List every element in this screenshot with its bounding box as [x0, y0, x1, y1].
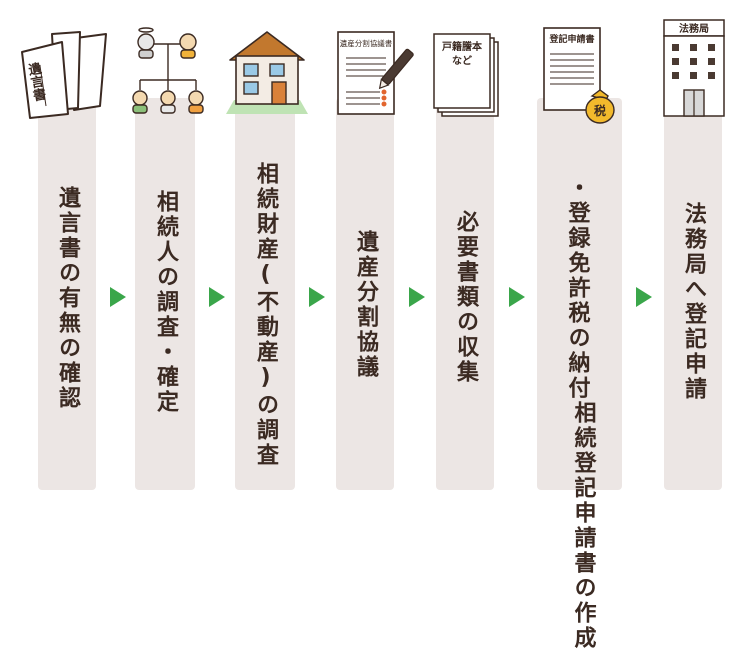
family-tree-icon	[132, 27, 204, 114]
application-document-icon: 登記申請書 税	[543, 27, 615, 124]
arrow-1	[110, 287, 126, 307]
arrow-4	[409, 287, 425, 307]
step-2-column: 相続人の調査・確定	[135, 98, 195, 490]
legal-bureau-building-icon: 法務局	[663, 19, 725, 117]
documents-stack-text-2: など	[452, 54, 472, 67]
step-5-label: 必要書類の収集	[453, 210, 478, 385]
documents-stack-icon: 戸籍謄本 など	[433, 33, 499, 117]
step-7-label: 法務局へ登記申請	[681, 202, 706, 402]
will-document-icon: 遺言書	[21, 31, 107, 119]
step-6-column: 相続登記申請書の作成 ・登録免許税の納付	[537, 98, 622, 651]
step-1-label: 遺言書の有無の確認	[55, 186, 80, 411]
house-icon	[226, 31, 308, 114]
step-4-column: 遺産分割協議	[336, 98, 394, 490]
agreement-document-icon: 遺産分割協議書	[337, 31, 414, 115]
step-5-column: 必要書類の収集	[436, 98, 494, 490]
step-3-column: 相続財産(不動産)の調査	[235, 98, 295, 490]
legal-bureau-sign-text: 法務局	[679, 22, 709, 35]
arrow-2	[209, 287, 225, 307]
tax-bag-text: 税	[594, 103, 606, 118]
step-1-column: 遺言書の有無の確認	[38, 98, 96, 490]
tax-bag-icon: 税	[585, 89, 615, 124]
agreement-document-text: 遺産分割協議書	[340, 38, 393, 48]
documents-stack-text-1: 戸籍謄本	[442, 40, 483, 53]
arrow-3	[309, 287, 325, 307]
step-6-label-line1: 相続登記申請書の作成	[570, 401, 596, 651]
step-4-label: 遺産分割協議	[353, 230, 378, 380]
application-document-text: 登記申請書	[548, 33, 594, 45]
step-6-label-line2: ・登録免許税の納付	[564, 176, 590, 401]
step-2-label: 相続人の調査・確定	[153, 190, 178, 415]
step-3-label: 相続財産(不動産)の調査	[253, 162, 278, 468]
step-7-column: 法務局へ登記申請	[664, 98, 722, 490]
arrow-6	[636, 287, 652, 307]
step-6-label: 相続登記申請書の作成 ・登録免許税の納付	[561, 176, 599, 651]
arrow-5	[509, 287, 525, 307]
